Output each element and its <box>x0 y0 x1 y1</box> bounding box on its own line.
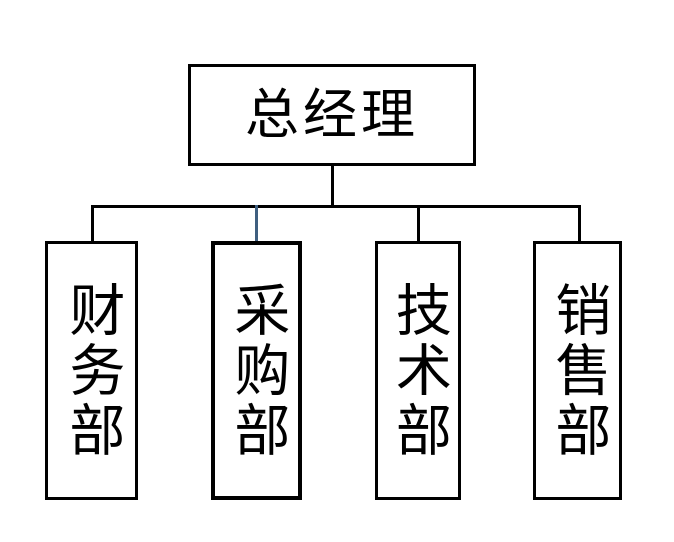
org-node-label: 销售部 <box>545 280 611 461</box>
org-node-label: 采购部 <box>224 280 290 461</box>
connector-drop-purchasing-department <box>255 205 258 242</box>
org-node-label: 财务部 <box>59 280 125 461</box>
org-node-sales-department[interactable]: 销售部 <box>533 241 622 500</box>
org-node-label: 技术部 <box>386 280 452 461</box>
org-node-finance-department[interactable]: 财务部 <box>45 241 138 500</box>
connector-drop-finance-department <box>91 205 94 242</box>
connector-drop-sales-department <box>578 205 581 242</box>
connector-root-stem <box>331 166 334 207</box>
connector-horizontal-bus <box>91 205 581 208</box>
connector-drop-technology-department <box>417 205 420 242</box>
org-node-general-manager[interactable]: 总经理 <box>188 64 476 166</box>
org-node-technology-department[interactable]: 技术部 <box>375 241 461 500</box>
org-node-label: 总经理 <box>245 83 419 146</box>
org-node-purchasing-department[interactable]: 采购部 <box>211 241 302 500</box>
